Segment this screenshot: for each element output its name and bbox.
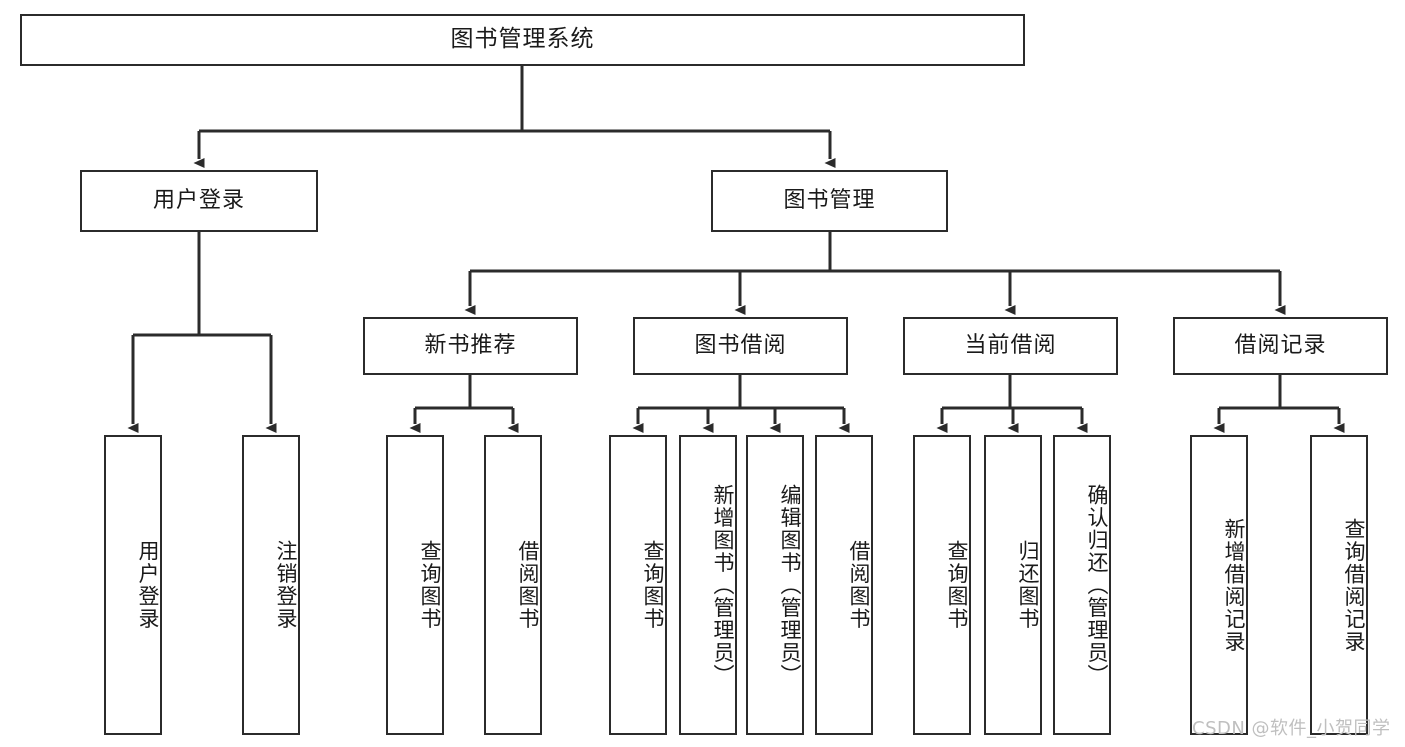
node-current-borrow-label: 当前借阅 xyxy=(964,332,1057,358)
node-leaf-user-login[interactable]: 用户登录 xyxy=(104,435,162,735)
node-leaf-edit-book-label: 编辑图书（管理员） xyxy=(778,483,802,687)
node-leaf-user-login-label: 用户登录 xyxy=(136,540,160,630)
node-leaf-borrow-book-borrow-label: 借阅图书 xyxy=(847,540,871,630)
node-leaf-add-borrow-record[interactable]: 新增借阅记录 xyxy=(1190,435,1248,735)
node-book-borrow-label: 图书借阅 xyxy=(694,332,787,358)
node-leaf-borrow-book-recommend[interactable]: 借阅图书 xyxy=(484,435,542,735)
node-current-borrow[interactable]: 当前借阅 xyxy=(903,317,1118,375)
node-leaf-confirm-return[interactable]: 确认归还（管理员） xyxy=(1053,435,1111,735)
node-leaf-query-book-borrow-label: 查询图书 xyxy=(641,540,665,630)
node-leaf-add-book-label: 新增图书（管理员） xyxy=(711,483,735,687)
watermark: CSDN @软件_小贺同学 xyxy=(1192,718,1391,739)
node-leaf-borrow-book-borrow[interactable]: 借阅图书 xyxy=(815,435,873,735)
node-leaf-borrow-book-recommend-label: 借阅图书 xyxy=(516,540,540,630)
node-borrow-record-label: 借阅记录 xyxy=(1234,332,1327,358)
node-leaf-add-borrow-record-label: 新增借阅记录 xyxy=(1222,517,1246,653)
node-leaf-user-logout[interactable]: 注销登录 xyxy=(242,435,300,735)
node-leaf-query-borrow-record[interactable]: 查询借阅记录 xyxy=(1310,435,1368,735)
node-leaf-return-book[interactable]: 归还图书 xyxy=(984,435,1042,735)
node-leaf-query-book-current[interactable]: 查询图书 xyxy=(913,435,971,735)
node-leaf-confirm-return-label: 确认归还（管理员） xyxy=(1085,483,1109,687)
node-leaf-add-book[interactable]: 新增图书（管理员） xyxy=(679,435,737,735)
node-new-book-recommend[interactable]: 新书推荐 xyxy=(363,317,578,375)
node-leaf-query-book-recommend-label: 查询图书 xyxy=(418,540,442,630)
node-leaf-query-book-borrow[interactable]: 查询图书 xyxy=(609,435,667,735)
node-book-manage-label: 图书管理 xyxy=(783,187,876,213)
node-book-borrow[interactable]: 图书借阅 xyxy=(633,317,848,375)
node-leaf-return-book-label: 归还图书 xyxy=(1016,540,1040,630)
node-book-manage[interactable]: 图书管理 xyxy=(711,170,948,232)
node-leaf-query-borrow-record-label: 查询借阅记录 xyxy=(1342,517,1366,653)
node-leaf-edit-book[interactable]: 编辑图书（管理员） xyxy=(746,435,804,735)
node-root[interactable]: 图书管理系统 xyxy=(20,14,1025,66)
node-borrow-record[interactable]: 借阅记录 xyxy=(1173,317,1388,375)
node-leaf-query-book-current-label: 查询图书 xyxy=(945,540,969,630)
node-leaf-user-logout-label: 注销登录 xyxy=(274,540,298,630)
node-user-login[interactable]: 用户登录 xyxy=(80,170,318,232)
node-root-label: 图书管理系统 xyxy=(450,26,595,53)
node-new-book-recommend-label: 新书推荐 xyxy=(424,332,517,358)
node-user-login-label: 用户登录 xyxy=(152,187,245,213)
node-leaf-query-book-recommend[interactable]: 查询图书 xyxy=(386,435,444,735)
